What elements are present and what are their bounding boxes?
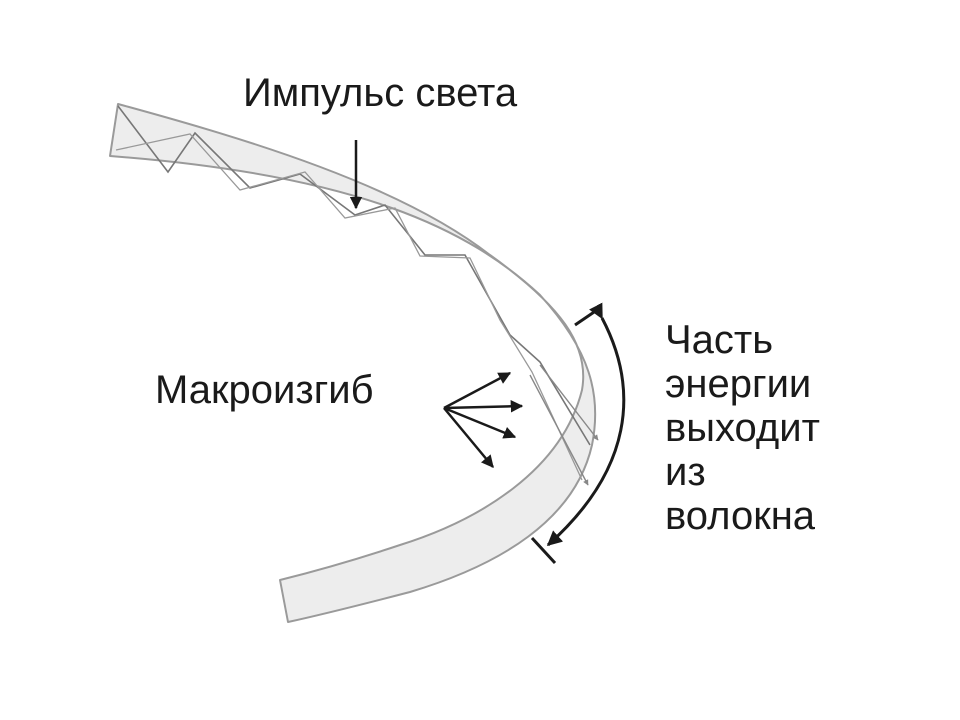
- bend-start-tick: [574, 306, 601, 327]
- light-ray-path-secondary: [115, 133, 583, 481]
- energy-loss-line: выходит: [665, 406, 820, 450]
- energy-loss-line: из: [665, 450, 706, 494]
- energy-loss-label: Часть энергии выходит из волокна: [665, 318, 820, 538]
- optical-fiber: [109, 103, 597, 623]
- energy-loss-span-arrow: [546, 302, 626, 547]
- bend-end-tick: [530, 536, 557, 565]
- macrobend-arrows: [443, 371, 524, 468]
- light-ray-path: [117, 105, 591, 446]
- light-pulse-label: Импульс света: [243, 71, 518, 115]
- macrobend-label: Макроизгиб: [155, 368, 374, 412]
- energy-loss-line: энергии: [665, 362, 812, 406]
- energy-loss-line: волокна: [665, 494, 816, 538]
- energy-loss-line: Часть: [665, 318, 774, 362]
